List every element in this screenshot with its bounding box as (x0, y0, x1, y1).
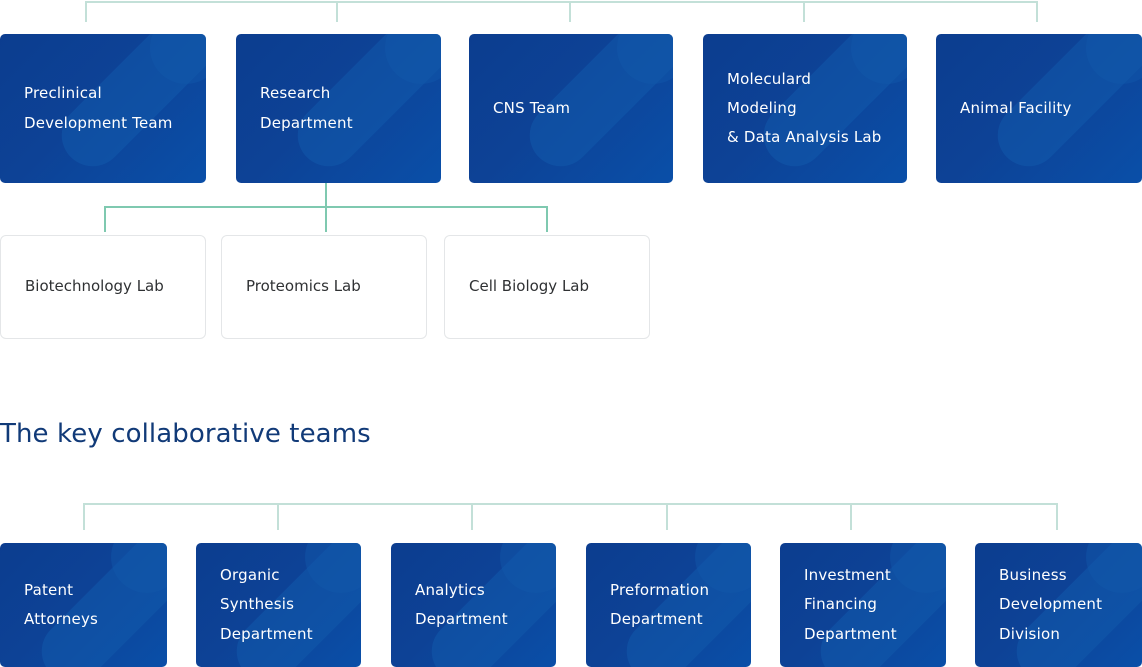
sub-connector-drop-1 (104, 206, 106, 232)
card-label: Moleculard Modeling & Data Analysis Lab (727, 69, 882, 147)
card-label: Preclinical Development Team (24, 84, 173, 132)
bottom-connector-drop-1 (83, 503, 85, 530)
circle-shape-icon (1086, 34, 1142, 84)
bottom-connector-drop-3 (471, 503, 473, 530)
bottom-connector-horizontal-line (83, 503, 1058, 505)
card-label: Preformation Department (610, 580, 710, 628)
card-investment-financing-department[interactable]: Investment Financing Department (780, 543, 946, 667)
card-business-development-division[interactable]: Business Development Division (975, 543, 1142, 667)
card-label: CNS Team (493, 98, 571, 117)
card-animal-facility[interactable]: Animal Facility (936, 34, 1142, 183)
card-research-department[interactable]: Research Department (236, 34, 441, 183)
card-label: Investment Financing Department (804, 566, 897, 643)
bottom-connector-drop-6 (1056, 503, 1058, 530)
bottom-connector-drop-2 (277, 503, 279, 530)
card-label: Analytics Department (415, 580, 508, 628)
card-analytics-department[interactable]: Analytics Department (391, 543, 556, 667)
circle-shape-icon (150, 34, 206, 84)
top-connector-drop-4 (803, 1, 805, 22)
top-connector-drop-2 (336, 1, 338, 22)
card-organic-synthesis-department[interactable]: Organic Synthesis Department (196, 543, 361, 667)
card-label: Business Development Division (999, 566, 1103, 643)
top-connector-drop-3 (569, 1, 571, 22)
circle-shape-icon (617, 34, 673, 84)
top-connector-horizontal-line (85, 1, 1038, 3)
card-cns-team[interactable]: CNS Team (469, 34, 673, 183)
circle-shape-icon (385, 34, 441, 84)
bottom-connector-drop-4 (666, 503, 668, 530)
card-label: Proteomics Lab (246, 277, 361, 296)
card-preformation-department[interactable]: Preformation Department (586, 543, 751, 667)
card-label: Animal Facility (960, 98, 1072, 117)
sub-connector-drop-2 (325, 206, 327, 232)
card-moleculard-modeling-and-data-analysis-lab[interactable]: Moleculard Modeling & Data Analysis Lab (703, 34, 907, 183)
sub-connector-drop-3 (546, 206, 548, 232)
card-proteomics-lab[interactable]: Proteomics Lab (221, 235, 427, 339)
card-cell-biology-lab[interactable]: Cell Biology Lab (444, 235, 650, 339)
top-connector-drop-5 (1036, 1, 1038, 22)
card-label: Patent Attorneys (24, 580, 99, 628)
card-patent-attorneys[interactable]: Patent Attorneys (0, 543, 167, 667)
section-heading-collaborative-teams: The key collaborative teams (0, 419, 371, 449)
card-label: Cell Biology Lab (469, 277, 590, 296)
card-preclinical-development-team[interactable]: Preclinical Development Team (0, 34, 206, 183)
card-label: Organic Synthesis Department (220, 566, 313, 643)
card-label: Biotechnology Lab (25, 277, 164, 296)
card-label: Research Department (260, 84, 353, 132)
research-department-stem (325, 183, 327, 208)
bottom-connector-drop-5 (850, 503, 852, 530)
card-biotechnology-lab[interactable]: Biotechnology Lab (0, 235, 206, 339)
top-connector-drop-1 (85, 1, 87, 22)
